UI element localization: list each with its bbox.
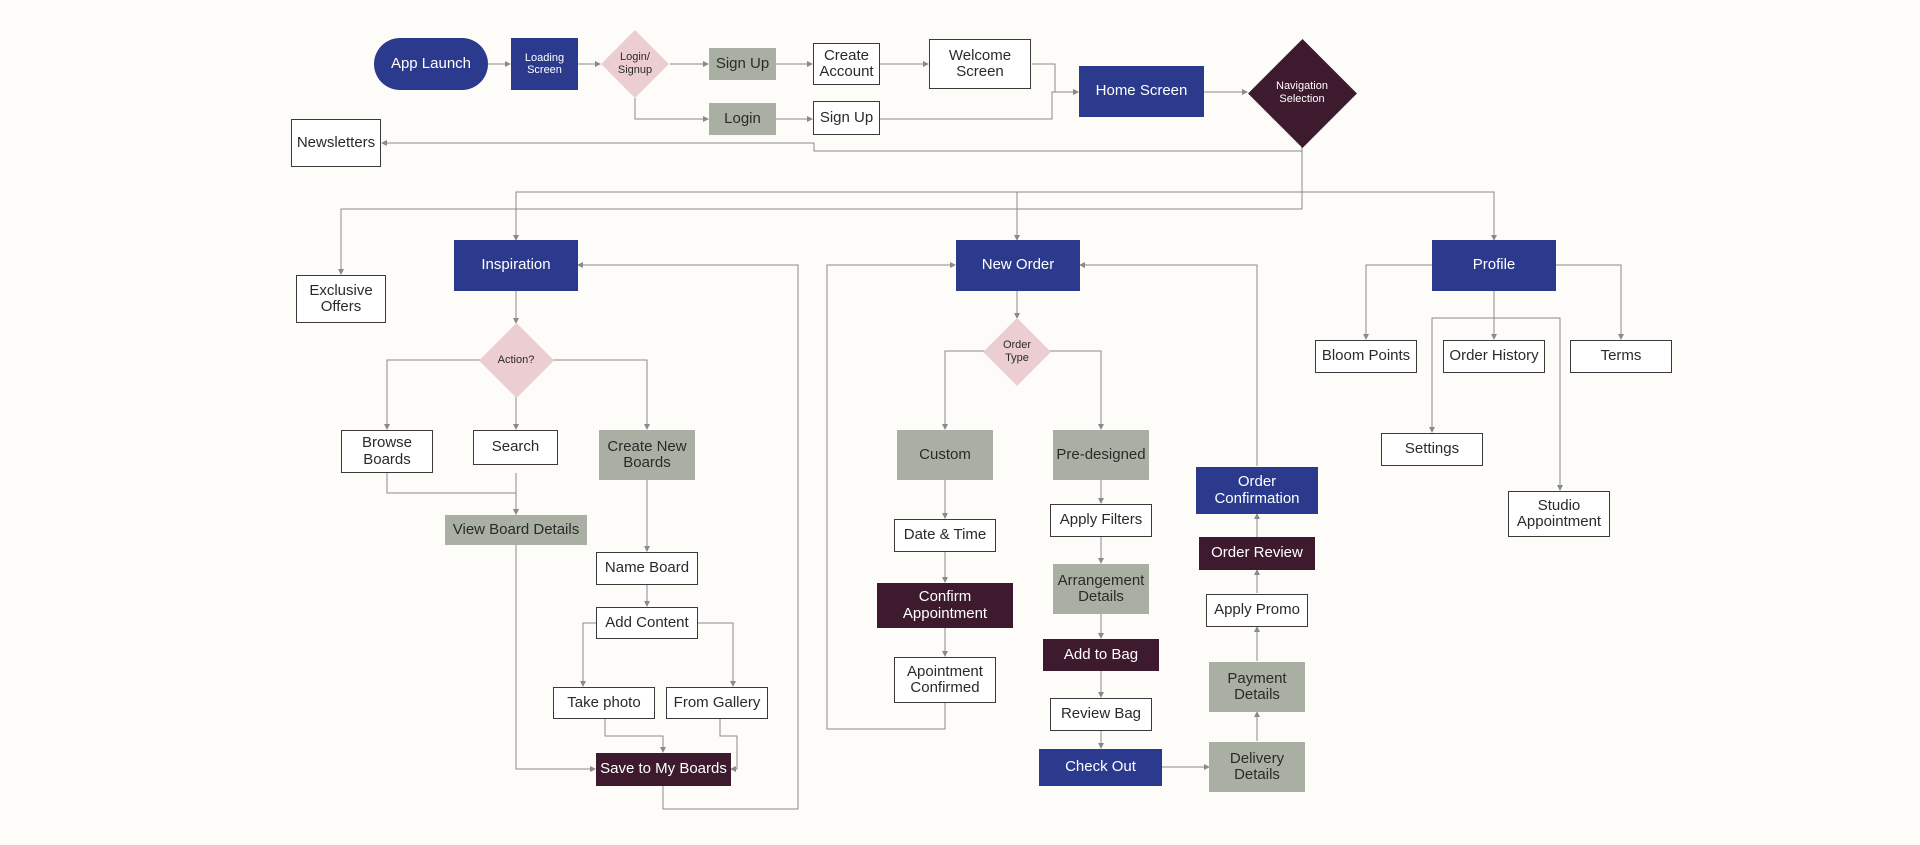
connector [1363,264,1432,340]
pre-designed-node: Pre-designed [1053,430,1149,480]
inspiration-node: Inspiration [454,240,578,291]
from-gallery-node: From Gallery [666,687,768,719]
studio-appointment-node: Studio Appointment [1508,491,1610,537]
apply-filters-node: Apply Filters [1050,504,1152,537]
connector [515,545,596,772]
payment-details-node: Payment Details [1209,662,1305,712]
terms-node: Terms [1570,340,1672,373]
connector [580,622,596,687]
connector [577,262,799,810]
view-board-details-node: View Board Details [445,515,587,545]
connector [384,359,481,430]
review-bag-node: Review Bag [1050,698,1152,731]
connector [826,262,956,730]
order-type-label: Order Type [1002,338,1032,364]
search-node: Search [473,430,558,465]
take-photo-node: Take photo [553,687,655,719]
order-confirmation-node: Order Confirmation [1196,467,1318,514]
loading-screen-node: Loading Screen [511,38,578,90]
connector [386,473,519,515]
date-time-node: Date & Time [894,519,996,552]
connector [634,98,709,122]
delivery-details-node: Delivery Details [1209,742,1305,792]
add-content-node: Add Content [596,607,698,639]
sign-up-secondary-node: Sign Up [813,101,880,135]
connector [1301,146,1497,241]
sign-up-node: Sign Up [709,48,776,80]
connector [604,719,666,753]
create-account-node: Create Account [813,43,880,85]
exclusive-offers-node: Exclusive Offers [296,275,386,323]
custom-node: Custom [897,430,993,480]
order-review-node: Order Review [1199,537,1315,570]
connector [1049,350,1104,430]
connector [551,359,650,430]
action-label: Action? [497,353,535,366]
connector [1429,291,1495,433]
home-screen-node: Home Screen [1079,66,1204,117]
action-decision: Action? [478,322,554,398]
check-out-node: Check Out [1039,749,1162,786]
app-launch-node: App Launch [374,38,488,90]
browse-boards-node: Browse Boards [341,430,433,473]
connector [698,622,736,687]
login-node: Login [709,103,776,135]
connector [1494,317,1563,491]
welcome-screen-node: Welcome Screen [929,39,1031,89]
confirm-appointment-node: Confirm Appointment [877,583,1013,628]
connector [381,140,1303,152]
order-history-node: Order History [1443,340,1545,373]
appointment-confirmed-node: Apointment Confirmed [894,657,996,703]
bloom-points-node: Bloom Points [1315,340,1417,373]
order-type-decision: Order Type [983,317,1051,386]
new-order-node: New Order [956,240,1080,291]
name-board-node: Name Board [596,552,698,585]
navigation-selection-decision: Navigation Selection [1247,38,1357,148]
connector [880,89,1079,120]
connector [338,192,1303,275]
connector [1556,264,1624,340]
connector [719,719,738,772]
create-new-boards-node: Create New Boards [599,430,695,480]
apply-promo-node: Apply Promo [1206,594,1308,627]
connector [513,191,1302,241]
arrangement-details-node: Arrangement Details [1053,564,1149,614]
save-to-my-boards-node: Save to My Boards [596,753,731,786]
newsletters-node: Newsletters [291,119,381,167]
connector [1032,63,1079,95]
navigation-selection-label: Navigation Selection [1276,80,1328,105]
settings-node: Settings [1381,433,1483,466]
login-signup-decision: Login/ Signup [601,30,669,98]
connector [1079,262,1258,466]
profile-node: Profile [1432,240,1556,291]
login-signup-label: Login/ Signup [617,51,653,76]
add-to-bag-node: Add to Bag [1043,639,1159,671]
connector [942,350,985,430]
